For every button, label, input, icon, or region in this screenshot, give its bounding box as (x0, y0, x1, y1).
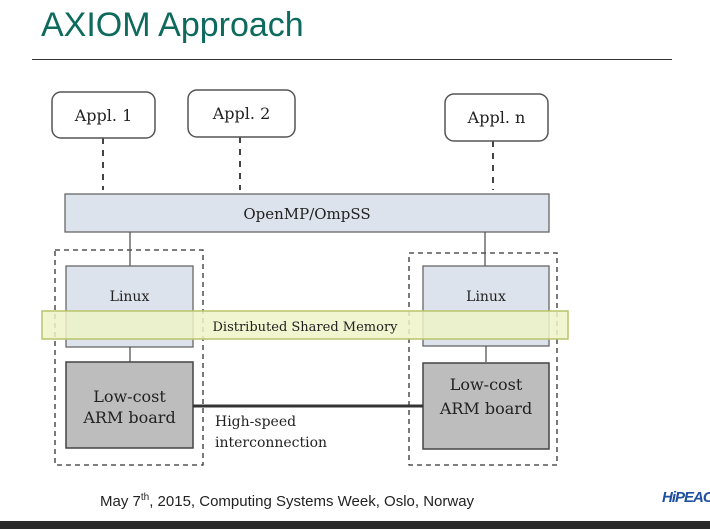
app-box-2: Appl. 2 (187, 89, 296, 138)
node-1-boundary (54, 249, 204, 466)
board-2-line-2: ARM board (439, 399, 532, 418)
bottom-bar (0, 521, 710, 529)
dsm-label: Distributed Shared Memory (212, 320, 398, 335)
arm-board-2: Low-cost ARM board (422, 362, 550, 450)
title-divider (32, 59, 672, 60)
slide-title: AXIOM Approach (41, 6, 304, 44)
board-1-line-1: Low-cost (93, 387, 166, 406)
linux-label-2: Linux (466, 289, 506, 305)
openmp-label: OpenMP/OmpSS (243, 205, 370, 223)
slide-footer: May 7th, 2015, Computing Systems Week, O… (100, 492, 474, 510)
board-1-line-2: ARM board (82, 408, 175, 427)
interconnect-label-line-2: interconnection (215, 435, 327, 451)
footer-event: , 2015, Computing Systems Week, Oslo, No… (149, 493, 475, 510)
linux-label-1: Linux (110, 289, 150, 305)
board-2-line-1: Low-cost (450, 375, 523, 394)
openmp-layer: OpenMP/OmpSS (64, 193, 550, 233)
arm-board-1: Low-cost ARM board (65, 361, 194, 449)
interconnect-label-line-1: High-speed (215, 414, 296, 430)
node-2-boundary (408, 252, 558, 466)
app-label-n: Appl. n (467, 108, 526, 127)
footer-date: May 7 (100, 493, 141, 510)
app-label-1: Appl. 1 (74, 106, 133, 125)
dsm-band: Distributed Shared Memory (41, 310, 569, 340)
footer-date-suffix: th (140, 492, 150, 503)
app-label-2: Appl. 2 (212, 104, 271, 123)
app-box-1: Appl. 1 (51, 91, 156, 139)
hipeac-logo: HiPEAC (662, 489, 710, 506)
app-box-n: Appl. n (444, 93, 549, 142)
